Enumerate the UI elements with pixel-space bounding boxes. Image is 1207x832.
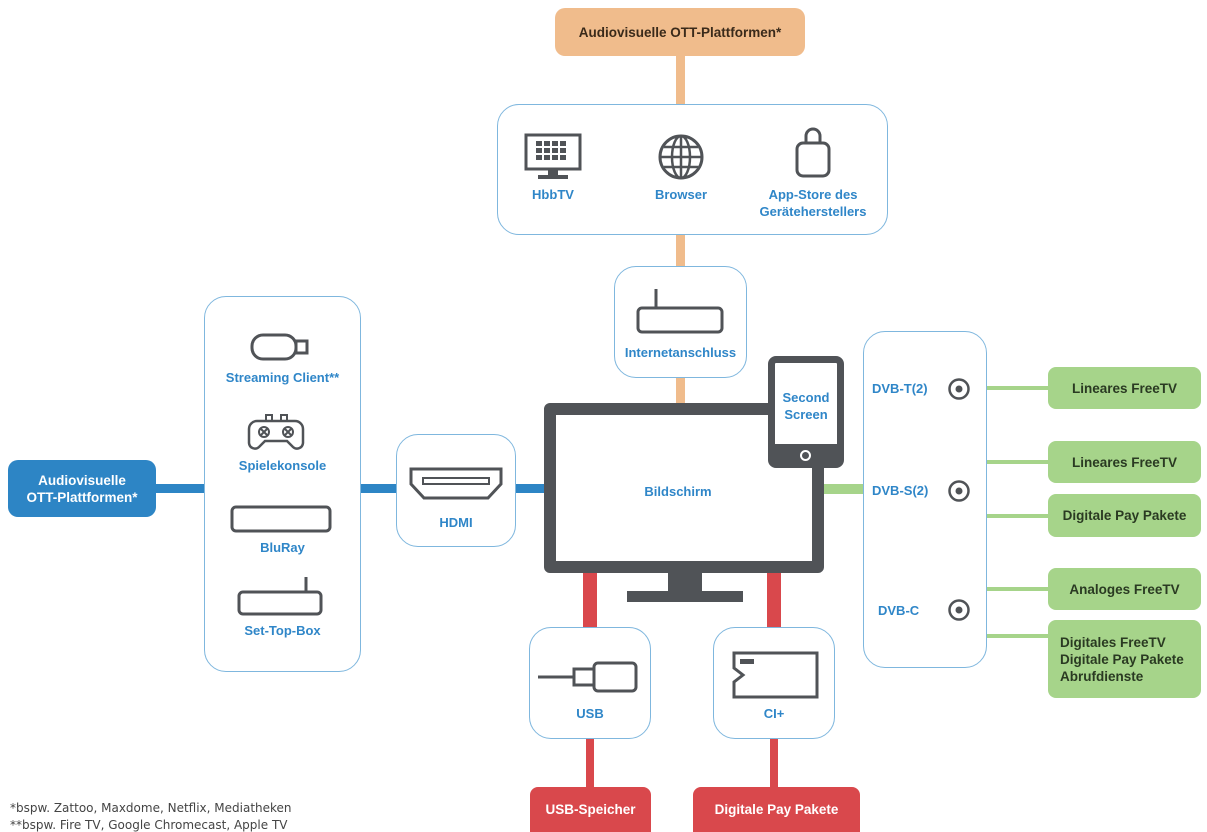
ott-platforms-left-pill: Audiovisuelle OTT-Plattformen* <box>8 460 156 517</box>
tv-stand-icon <box>627 572 743 602</box>
dvbc-connector-icon <box>948 599 970 621</box>
ci-label: CI+ <box>763 706 785 721</box>
hdmi-port-icon <box>409 467 503 500</box>
usb-storage-pill: USB-Speicher <box>530 787 651 832</box>
second-screen-line1: Second <box>782 390 830 405</box>
footnote-ott: *bspw. Zattoo, Maxdome, Netflix, Mediath… <box>10 801 292 815</box>
digital-pay-bottom-pill: Digitale Pay Pakete <box>693 787 860 832</box>
digital-pay-bottom-label: Digitale Pay Pakete <box>714 802 839 817</box>
second-screen-label: Second Screen <box>775 389 837 423</box>
bluray-player-icon <box>230 505 332 533</box>
hbbtv-label: HbbTV <box>532 187 574 202</box>
app-store-label-line2: Geräteherstellers <box>759 204 867 219</box>
streaming-stick-icon <box>250 333 309 361</box>
internet-path <box>676 55 685 405</box>
app-store-label-line1: App-Store des <box>768 187 858 202</box>
on-demand-label: Abrufdienste <box>1060 668 1144 684</box>
browser-label: Browser <box>654 187 708 202</box>
hdmi-path <box>155 484 545 493</box>
internet-box <box>614 266 747 378</box>
linear-freetv-pill-2: Lineares FreeTV <box>1048 441 1201 483</box>
usb-box <box>529 627 651 739</box>
analog-freetv-pill: Analoges FreeTV <box>1048 568 1201 610</box>
digital-pay-label-2: Digitale Pay Pakete <box>1060 651 1184 667</box>
digital-pay-label-1: Digitale Pay Pakete <box>1062 508 1187 523</box>
usb-stick-icon <box>538 661 638 693</box>
streaming-client-label: Streaming Client** <box>225 370 340 385</box>
hbbtv-icon <box>524 133 582 179</box>
local-path <box>583 570 781 788</box>
digital-cable-pill: Digitales FreeTV Digitale Pay Pakete Abr… <box>1048 620 1201 698</box>
linear-freetv-pill-1: Lineares FreeTV <box>1048 367 1201 409</box>
second-screen-line2: Screen <box>784 407 828 422</box>
game-console-label: Spielekonsole <box>238 458 327 473</box>
ott-platforms-left-line1: Audiovisuelle <box>38 472 126 488</box>
digital-pay-pill-1: Digitale Pay Pakete <box>1048 494 1201 537</box>
tablet-icon <box>768 356 844 468</box>
dvbt-connector-icon <box>948 378 970 400</box>
hdmi-label: HDMI <box>439 515 473 530</box>
shopping-bag-icon <box>795 127 831 178</box>
browser-globe-icon <box>658 134 704 180</box>
linear-freetv-label-1: Lineares FreeTV <box>1071 380 1178 396</box>
internet-label: Internetanschluss <box>624 345 737 360</box>
ott-platforms-left-line2: OTT-Plattformen* <box>26 489 138 505</box>
digital-freetv-label: Digitales FreeTV <box>1060 634 1166 650</box>
footnote-streaming: **bspw. Fire TV, Google Chromecast, Appl… <box>10 818 288 832</box>
set-top-box-label: Set-Top-Box <box>244 623 321 638</box>
linear-freetv-label-2: Lineares FreeTV <box>1071 454 1178 470</box>
tablet-home-button-icon <box>800 450 811 461</box>
ott-platforms-top-pill: Audiovisuelle OTT-Plattformen* <box>555 8 805 56</box>
dvbc-label: DVB-C <box>878 603 920 618</box>
dvbt-label: DVB-T(2) <box>872 381 928 396</box>
router-icon <box>636 289 724 334</box>
screen-label: Bildschirm <box>644 484 712 499</box>
ci-module-icon <box>732 651 819 699</box>
gamepad-icon <box>247 414 305 450</box>
dvbs-connector-icon <box>948 480 970 502</box>
dvbs-label: DVB-S(2) <box>872 483 929 498</box>
set-top-box-icon <box>237 577 323 616</box>
app-store-label: App-Store des Geräteherstellers <box>753 186 873 220</box>
bluray-label: BluRay <box>260 540 305 555</box>
usb-storage-label: USB-Speicher <box>545 802 636 817</box>
ott-platforms-top-label: Audiovisuelle OTT-Plattformen* <box>578 24 782 40</box>
analog-freetv-label: Analoges FreeTV <box>1069 581 1180 597</box>
usb-label: USB <box>576 706 604 721</box>
